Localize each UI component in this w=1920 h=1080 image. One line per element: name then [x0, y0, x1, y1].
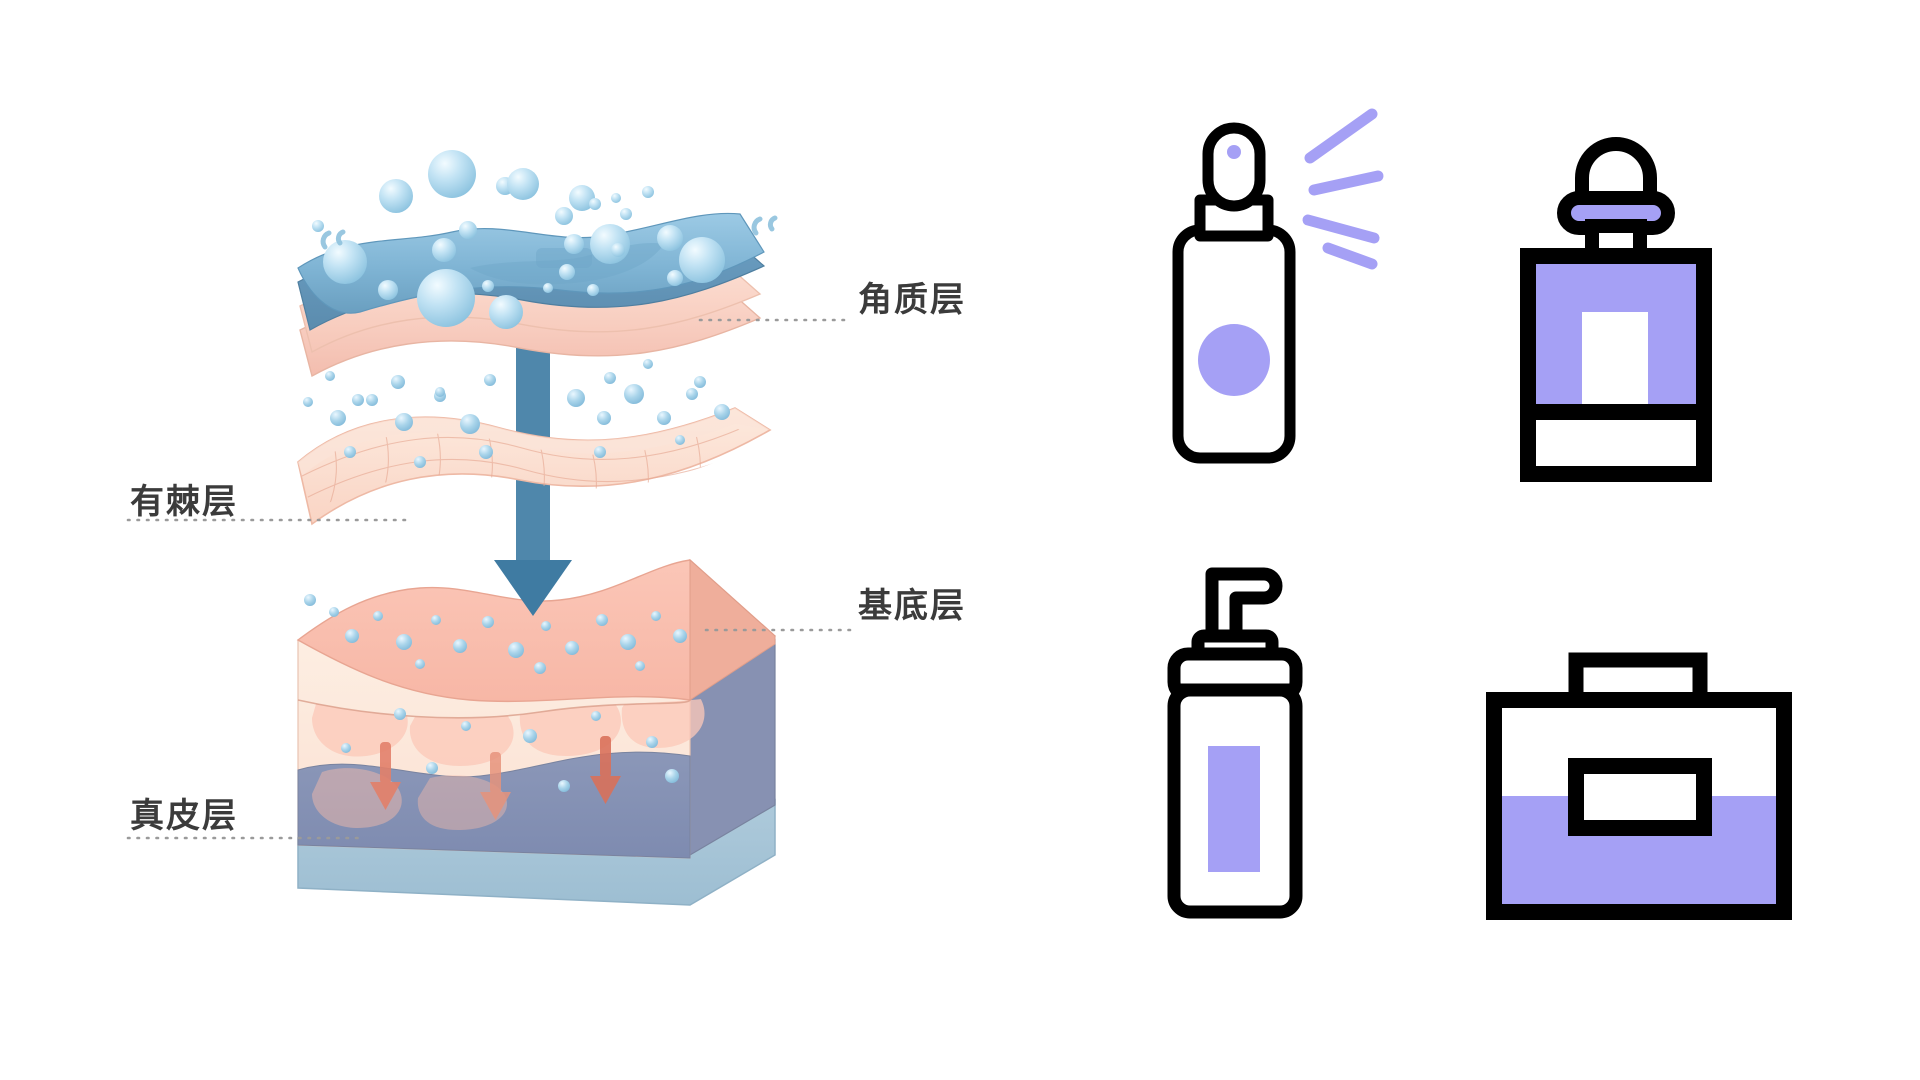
skin-block-3d [296, 558, 777, 906]
absorption-arrows [370, 736, 621, 820]
tube-bottle-icon [1520, 137, 1712, 482]
stratum-corneum-stack [297, 150, 778, 406]
pump-label-strip [1208, 746, 1260, 872]
leader-lines [126, 318, 854, 840]
cosmetic-case-icon [1486, 652, 1792, 920]
skin-layers-diagram: 角质层 有棘层 基底层 真皮层 [126, 150, 966, 906]
product-icon-pump-bottle[interactable] [1150, 550, 1470, 950]
label-stratum-spinosum: 有棘层 [130, 482, 238, 522]
product-icon-spray-bottle[interactable] [1150, 90, 1470, 490]
label-stratum-corneum: 角质层 [858, 280, 966, 320]
label-dermis: 真皮层 [130, 796, 238, 836]
droplets-basale [304, 594, 687, 792]
droplets-falling [325, 359, 706, 406]
product-icon-cosmetic-case[interactable] [1480, 650, 1820, 950]
label-stratum-basale: 基底层 [858, 586, 966, 626]
spray-nozzle-dot [1227, 145, 1241, 159]
tube-label-window [1582, 312, 1648, 404]
droplets-corneum [312, 150, 725, 329]
product-icon-tube-bottle[interactable] [1510, 120, 1810, 490]
spray-bottle-icon [1172, 122, 1296, 464]
product-icon-grid [1150, 90, 1850, 950]
spray-label-circle [1198, 324, 1270, 396]
spray-lines-icon [1302, 108, 1384, 270]
